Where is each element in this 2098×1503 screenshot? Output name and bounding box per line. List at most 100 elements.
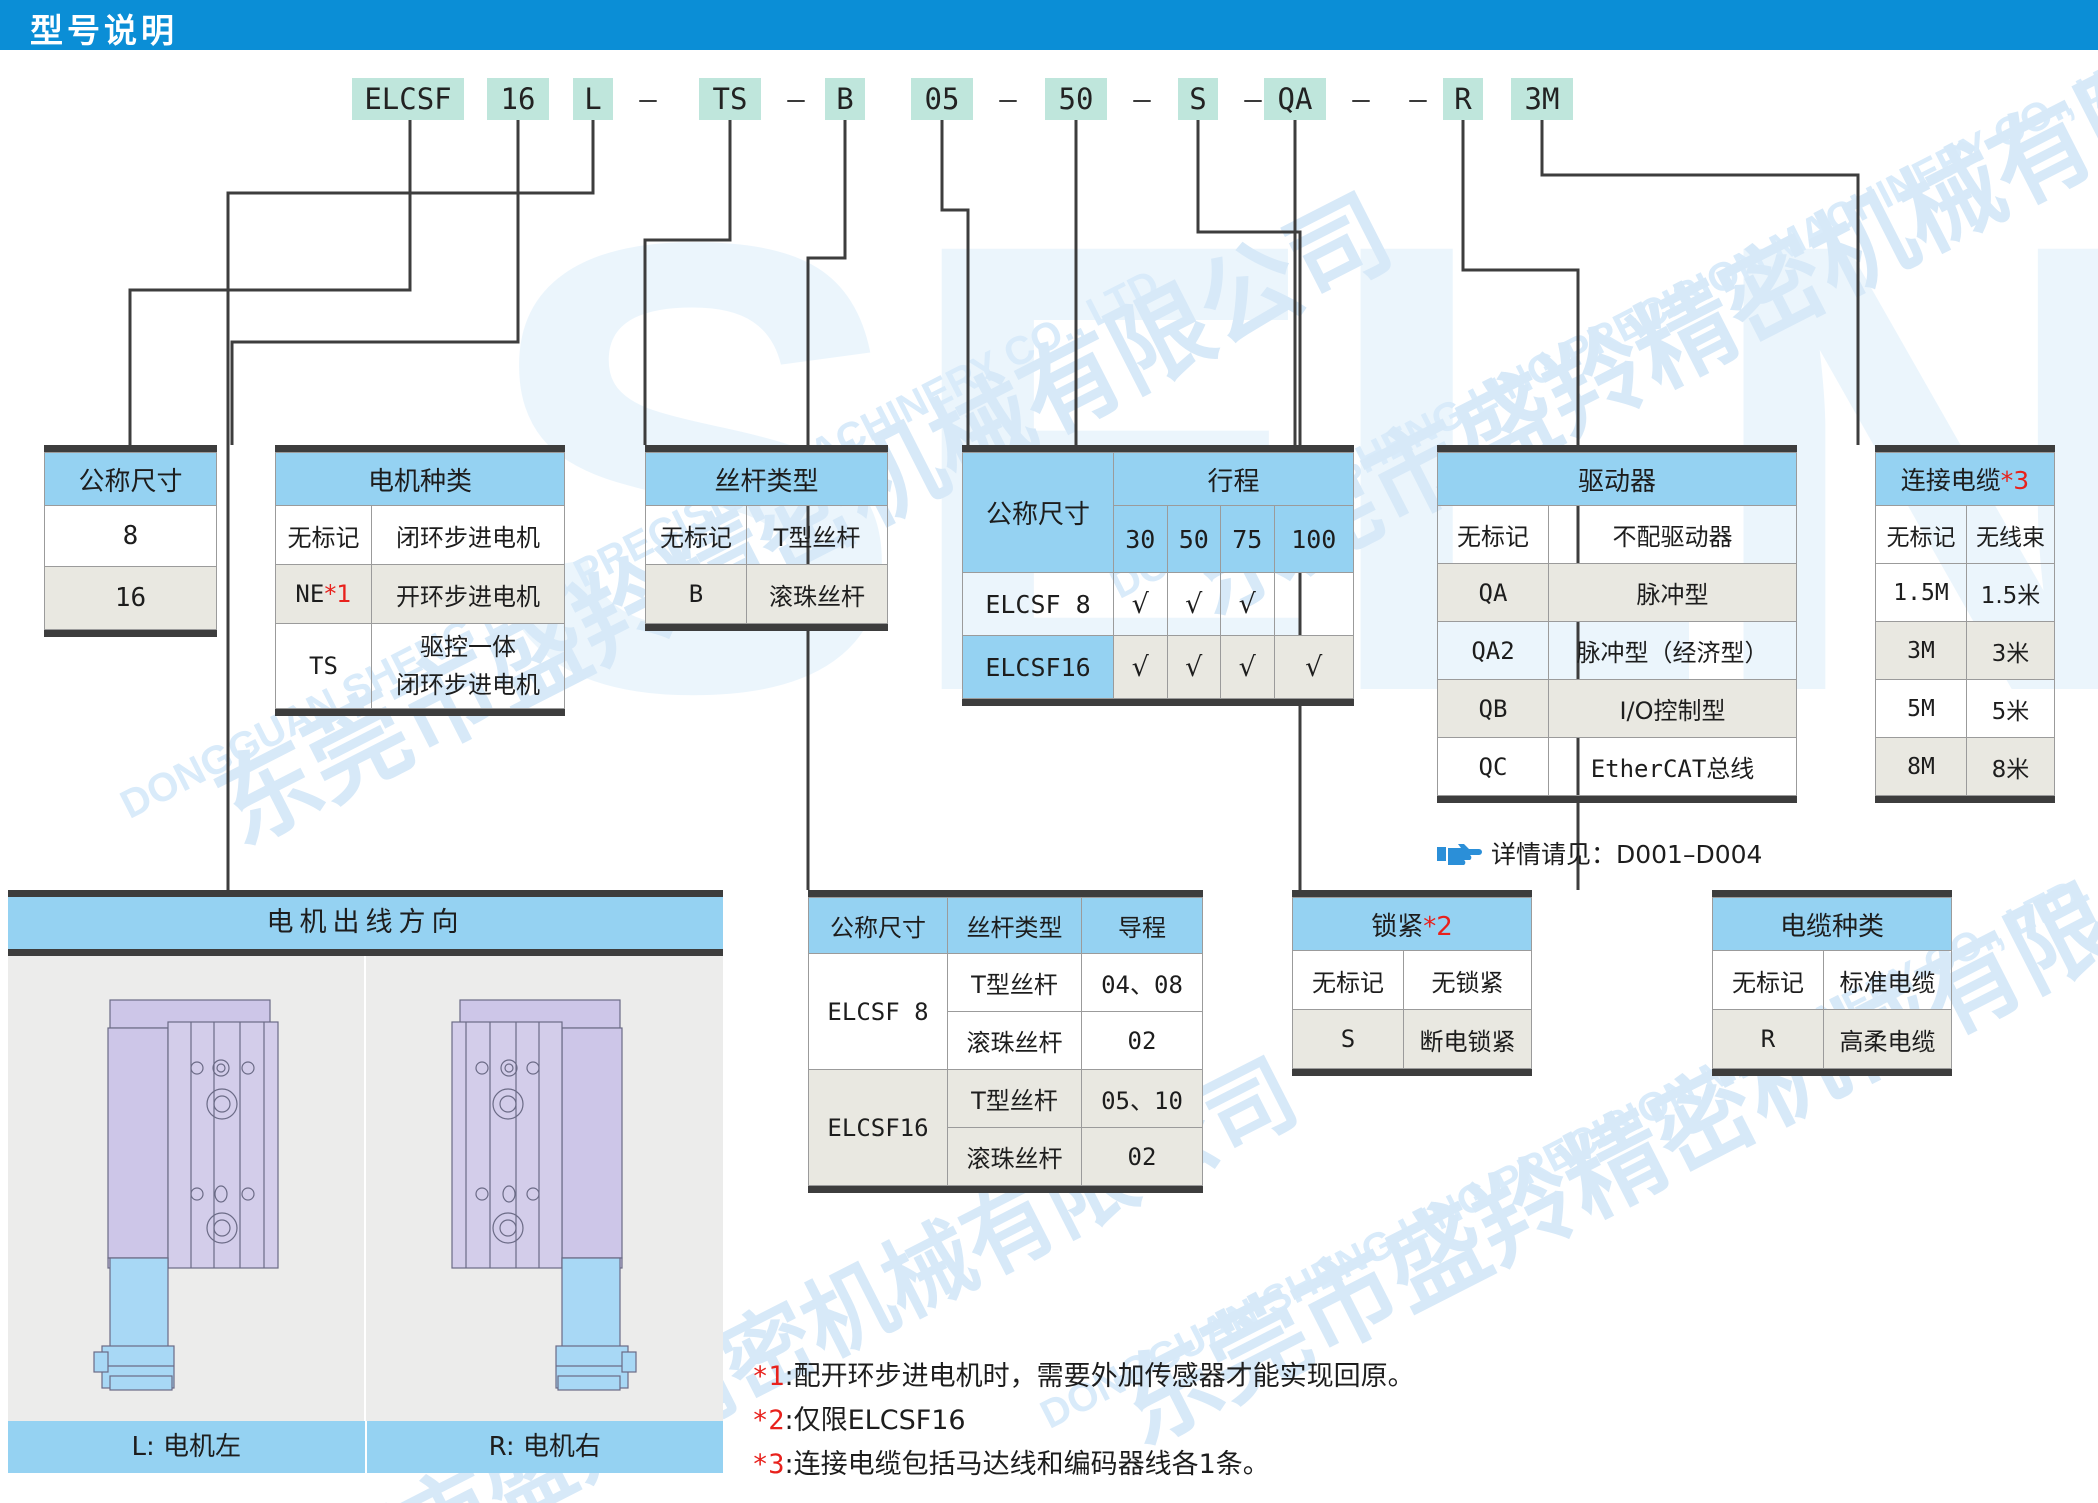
cable-length-desc: 1.5米 bbox=[1966, 563, 2055, 622]
lock-code: S bbox=[1292, 1009, 1404, 1069]
motor-type-desc: 开环步进电机 bbox=[371, 564, 565, 624]
footnote-mark: *2 bbox=[752, 1405, 785, 1436]
stroke-check: √ bbox=[1273, 635, 1355, 699]
motor-type-code: 无标记 bbox=[275, 505, 372, 565]
table-top-rule bbox=[808, 890, 1203, 897]
cable-type-code: 无标记 bbox=[1712, 950, 1824, 1010]
table-top-rule bbox=[962, 445, 1354, 452]
stroke-col-header: 30 bbox=[1113, 505, 1168, 573]
table-top-rule bbox=[1437, 445, 1797, 452]
model-code-dash: – bbox=[1133, 82, 1151, 116]
lead-header-size: 公称尺寸 bbox=[808, 897, 948, 954]
screw-type-desc: 滚珠丝杆 bbox=[746, 564, 888, 624]
driver-desc: 不配驱动器 bbox=[1548, 505, 1797, 564]
motor-direction-title: 电机出线方向 bbox=[8, 897, 723, 949]
model-code-segment: TS bbox=[699, 78, 761, 120]
table-top-rule bbox=[1292, 890, 1532, 897]
lock-desc: 断电锁紧 bbox=[1403, 1009, 1532, 1069]
table-lock: 锁紧*2 无标记 无锁紧 S 断电锁紧 bbox=[1292, 890, 1532, 1076]
footnote-text: 仅限ELCSF16 bbox=[793, 1405, 966, 1436]
driver-code: 无标记 bbox=[1437, 505, 1549, 564]
model-code-segment: R bbox=[1443, 78, 1483, 120]
model-code-segment: QA bbox=[1264, 78, 1326, 120]
stroke-corner-label: 公称尺寸 bbox=[962, 452, 1114, 573]
table-top-rule bbox=[44, 445, 217, 452]
lead-screw: T型丝杆 bbox=[947, 1069, 1082, 1128]
model-code-segment: 50 bbox=[1045, 78, 1107, 120]
cable-length-desc: 5米 bbox=[1966, 679, 2055, 738]
screw-type-code: 无标记 bbox=[645, 505, 747, 565]
cable-length-code: 8M bbox=[1875, 737, 1967, 796]
table-stroke: 公称尺寸 行程 30 50 75 100 ELCSF 8 √ √ √ ELCSF… bbox=[962, 445, 1355, 706]
table-bottom-rule bbox=[1292, 1069, 1532, 1076]
caption-motor-left: L: 电机左 bbox=[131, 1432, 241, 1462]
footnote-ref: *1 bbox=[324, 580, 352, 608]
motor-direction-illustrations bbox=[8, 956, 723, 1421]
lock-code: 无标记 bbox=[1292, 950, 1404, 1010]
model-code-segment: B bbox=[825, 78, 865, 120]
driver-desc: 脉冲型 bbox=[1548, 563, 1797, 622]
table-nominal-size: 公称尺寸 8 16 bbox=[44, 445, 217, 637]
footnote-mark: *1 bbox=[752, 1361, 785, 1392]
actuator-motor-left-illustration bbox=[93, 999, 279, 1391]
driver-code: QC bbox=[1437, 737, 1549, 796]
lead-header-lead: 导程 bbox=[1081, 897, 1203, 954]
lead-screw: 滚珠丝杆 bbox=[947, 1127, 1082, 1186]
cable-length-code: 1.5M bbox=[1875, 563, 1967, 622]
motor-type-title: 电机种类 bbox=[275, 452, 565, 506]
pointing-hand-icon bbox=[1437, 844, 1482, 865]
footnote-item: *3:连接电缆包括马达线和编码器线各1条。 bbox=[752, 1443, 1415, 1487]
table-top-rule bbox=[275, 445, 565, 452]
nominal-size-value: 16 bbox=[44, 566, 217, 630]
table-top-rule bbox=[645, 445, 888, 452]
table-lead: 公称尺寸 丝杆类型 导程 ELCSF 8 T型丝杆 04、08 滚珠丝杆 02 … bbox=[808, 890, 1203, 1193]
stroke-col-header: 100 bbox=[1273, 505, 1355, 573]
footnote-ref: *3 bbox=[2000, 466, 2030, 495]
footnote-text: 连接电缆包括马达线和编码器线各1条。 bbox=[793, 1449, 1270, 1480]
model-code-segment: 16 bbox=[487, 78, 549, 120]
nominal-size-value: 8 bbox=[44, 505, 217, 567]
stroke-col-header: 75 bbox=[1220, 505, 1275, 573]
table-bottom-rule bbox=[1437, 796, 1797, 803]
driver-reference-note: 详情请见：D001–D004 bbox=[1437, 835, 1762, 871]
lead-value: 05、10 bbox=[1081, 1069, 1203, 1128]
stroke-check: √ bbox=[1220, 635, 1275, 699]
model-code-dash: – bbox=[1352, 82, 1370, 116]
model-code-segment: 05 bbox=[911, 78, 973, 120]
caption-motor-right: R: 电机右 bbox=[488, 1432, 601, 1462]
cable-length-code: 3M bbox=[1875, 621, 1967, 680]
model-code-dash: – bbox=[1244, 82, 1262, 116]
driver-desc: EtherCAT总线 bbox=[1548, 737, 1797, 796]
lead-size: ELCSF16 bbox=[808, 1069, 948, 1186]
motor-type-desc: 闭环步进电机 bbox=[371, 505, 565, 565]
model-code-dash: – bbox=[639, 82, 657, 116]
cable-length-title: 连接电缆*3 bbox=[1875, 452, 2055, 506]
page-title: 型号说明 bbox=[30, 11, 178, 50]
stroke-group-title: 行程 bbox=[1113, 452, 1354, 506]
driver-title: 驱动器 bbox=[1437, 452, 1797, 506]
motor-direction-captions: L: 电机左 R: 电机右 bbox=[8, 1421, 723, 1473]
table-cable-length: 连接电缆*3 无标记 无线束 1.5M 1.5米 3M 3米 5M 5米 8M … bbox=[1875, 445, 2055, 803]
cable-length-code: 无标记 bbox=[1875, 505, 1967, 564]
page-header-bar: 型号说明 bbox=[0, 0, 2098, 50]
table-bottom-rule bbox=[1712, 1069, 1952, 1076]
lead-screw: 滚珠丝杆 bbox=[947, 1011, 1082, 1070]
cable-length-desc: 无线束 bbox=[1966, 505, 2055, 564]
driver-reference-text: 详情请见：D001–D004 bbox=[1491, 840, 1763, 869]
footnote-item: *1:配开环步进电机时，需要外加传感器才能实现回原。 bbox=[752, 1355, 1415, 1399]
cable-type-code: R bbox=[1712, 1009, 1824, 1069]
motor-type-code: TS bbox=[275, 623, 372, 709]
footnote-item: *2:仅限ELCSF16 bbox=[752, 1399, 1415, 1443]
footnote-sep: : bbox=[784, 1449, 794, 1480]
cable-length-desc: 8米 bbox=[1966, 737, 2055, 796]
stroke-check: √ bbox=[1166, 635, 1222, 699]
table-bottom-rule bbox=[1875, 796, 2055, 803]
lead-value: 04、08 bbox=[1081, 953, 1203, 1012]
stroke-check bbox=[1273, 572, 1355, 636]
stroke-row-label: ELCSF16 bbox=[962, 635, 1114, 699]
footnote-sep: : bbox=[784, 1361, 794, 1392]
panel-rule bbox=[8, 949, 723, 956]
cable-length-code: 5M bbox=[1875, 679, 1967, 738]
caption-divider bbox=[364, 1421, 367, 1473]
table-bottom-rule bbox=[44, 630, 217, 637]
